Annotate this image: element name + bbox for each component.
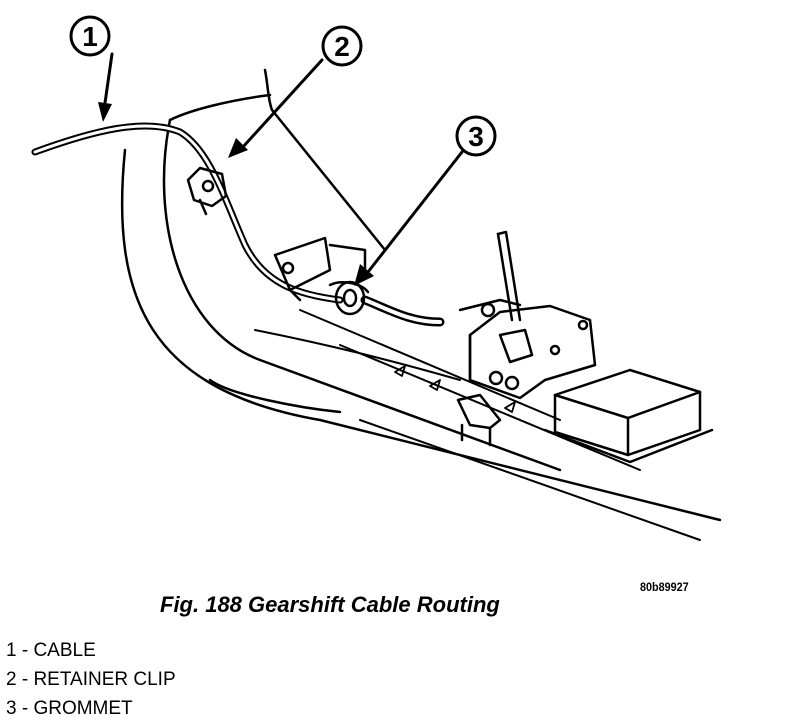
- gearshift-cable-illustration: 1 2 3: [31, 15, 722, 541]
- callout-1: 1: [69, 15, 114, 122]
- callout-2-number: 2: [334, 31, 350, 62]
- shifter-assembly: [458, 230, 597, 400]
- mounting-bracket: [273, 236, 367, 302]
- routing-arrows: [394, 365, 516, 413]
- legend-item: 3 - GROMMET: [6, 698, 133, 719]
- callout-3-number: 3: [468, 121, 484, 152]
- retainer-clip: [186, 166, 228, 216]
- control-module: [543, 368, 714, 464]
- dash-panel: [120, 68, 722, 522]
- callout-1-number: 1: [82, 21, 98, 52]
- grommet: [328, 280, 370, 316]
- console-floor: [254, 309, 701, 541]
- image-code: 80b89927: [640, 580, 689, 594]
- legend-item: 1 - CABLE: [6, 640, 96, 661]
- gearshift-cable: [31, 122, 445, 327]
- legend-item: 2 - RETAINER CLIP: [6, 669, 176, 690]
- floor-bracket: [456, 393, 502, 447]
- callout-2: 2: [228, 25, 363, 158]
- callout-3: 3: [354, 115, 497, 286]
- parts-legend: 1 - CABLE 2 - RETAINER CLIP 3 - GROMMET: [6, 636, 176, 723]
- figure-caption: Fig. 188 Gearshift Cable Routing: [160, 592, 500, 617]
